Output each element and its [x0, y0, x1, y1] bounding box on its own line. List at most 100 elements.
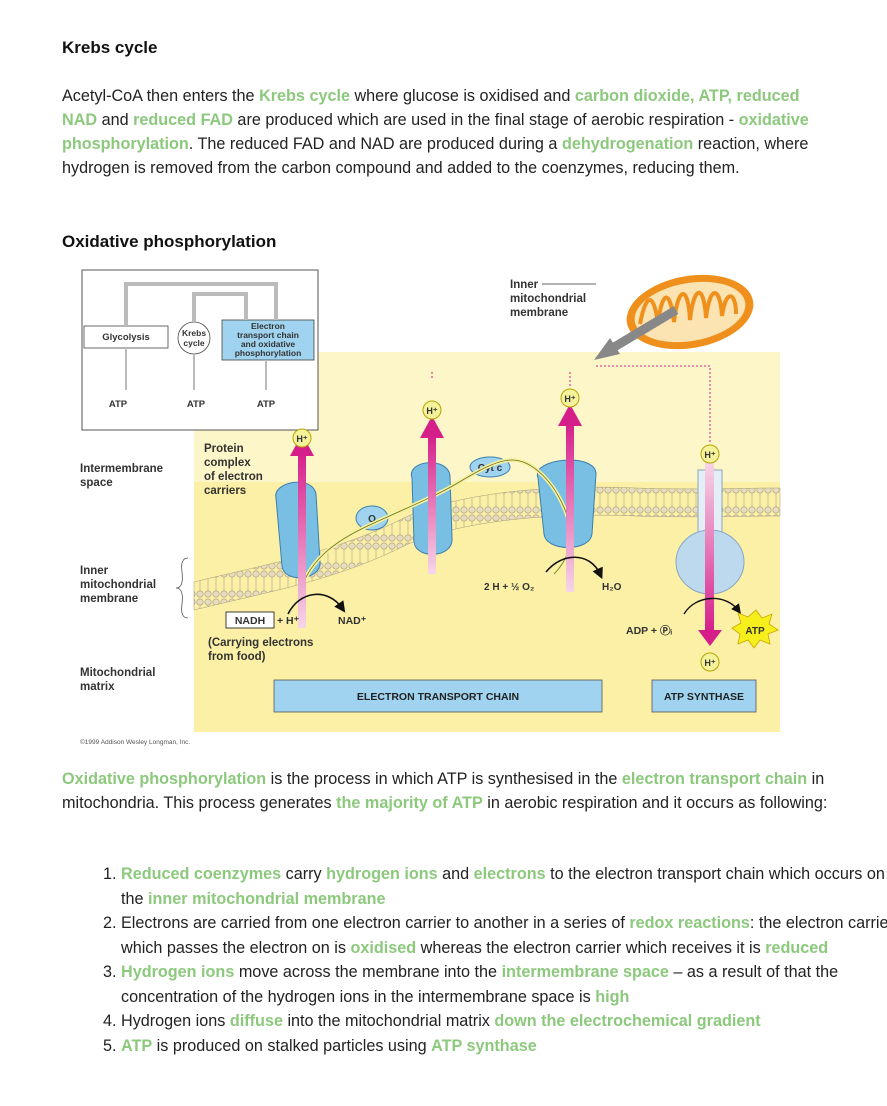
cytc-label: Cyt c	[478, 463, 503, 474]
inset-atp-2: ATP	[187, 399, 206, 410]
atp-star	[731, 609, 779, 649]
inset-krebs-1: Krebs	[182, 328, 206, 338]
inner-membrane-callout-2: mitochondrial	[510, 293, 586, 305]
highlighted-term: oxidative phosphorylation	[62, 111, 809, 153]
step-item: Hydrogen ions move across the membrane i…	[121, 960, 887, 1009]
protein-complex-label-4: carriers	[204, 485, 246, 497]
proton-arrow-synthase	[705, 462, 714, 632]
inset-etc-2: transport chain	[237, 330, 299, 340]
highlighted-term: the majority of ATP	[336, 794, 483, 812]
text-run: and	[97, 111, 134, 129]
highlighted-term: ATP synthase	[431, 1036, 537, 1055]
text-run: carry	[281, 865, 327, 883]
inset-etc-4: phosphorylation	[235, 348, 302, 358]
text-run: are produced which are used in the final…	[232, 111, 739, 129]
water-reaction: 2 H + ½ O₂	[484, 582, 534, 593]
text-run: into the mitochondrial matrix	[282, 1012, 495, 1030]
step-item: ATP is produced on stalked particles usi…	[121, 1034, 887, 1059]
text-run: move across the membrane into the	[234, 963, 502, 981]
inner-membrane-callout-3: membrane	[510, 307, 568, 319]
label-inner-membrane-2: mitochondrial	[80, 579, 156, 591]
highlighted-term: Krebs cycle	[259, 87, 350, 105]
highlighted-term: Hydrogen ions	[121, 963, 235, 981]
atp-star-label: ATP	[745, 626, 765, 637]
highlighted-term: inner mitochondrial membrane	[148, 889, 386, 908]
mitochondrion-illustration	[594, 274, 754, 360]
text-run: : the electron carrier which passes the …	[121, 914, 887, 957]
q-label: Q	[368, 514, 376, 525]
inset-atp-1: ATP	[109, 399, 128, 410]
text-run: and	[437, 865, 474, 883]
text-run: is the process in which ATP is synthesis…	[266, 770, 622, 788]
highlighted-term: Oxidative phosphorylation	[62, 770, 267, 788]
inset-glycolysis: Glycolysis	[102, 332, 150, 343]
etc-box-label: ELECTRON TRANSPORT CHAIN	[357, 691, 519, 703]
highlighted-term: redox reactions	[629, 914, 750, 932]
highlighted-term: electrons	[473, 865, 546, 883]
text-run: – as a result of that the concentration …	[121, 963, 839, 1006]
highlighted-term: diffuse	[229, 1012, 283, 1030]
highlighted-term: high	[595, 987, 630, 1006]
highlighted-term: ATP	[121, 1036, 153, 1055]
protein-complex-label-1: Protein	[204, 443, 244, 455]
proton-arrow-2	[428, 434, 436, 574]
text-run: whereas the electron carrier which recei…	[416, 938, 766, 957]
hplus-5: H⁺	[704, 658, 715, 668]
text-run: reaction, where hydrogen is removed from…	[62, 135, 809, 177]
inset-atp-3: ATP	[257, 399, 276, 410]
label-matrix-2: matrix	[80, 681, 115, 693]
highlighted-term: intermembrane space	[501, 963, 669, 981]
label-matrix-1: Mitochondrial	[80, 667, 155, 679]
step-item: Hydrogen ions diffuse into the mitochond…	[121, 1009, 887, 1034]
text-run: in mitochondria. This process generates	[62, 770, 825, 812]
nadh-label: NADH	[235, 615, 265, 627]
hplus-4: H⁺	[704, 450, 715, 460]
label-inner-membrane-3: membrane	[80, 593, 138, 605]
overview-inset: Glycolysis Krebs cycle Electron transpor…	[81, 269, 319, 431]
step-item: Electrons are carried from one electron …	[121, 911, 887, 960]
highlighted-term: Reduced coenzymes	[121, 865, 282, 883]
protein-complex-label-3: of electron	[204, 471, 263, 483]
highlighted-term: dehydrogenation	[561, 135, 694, 153]
highlighted-term: hydrogen ions	[326, 865, 438, 883]
highlighted-term: reduced FAD	[133, 111, 233, 129]
nadh-plus-label: + H⁺	[277, 615, 300, 627]
water-product: H₂O	[602, 582, 622, 593]
heading-oxidative-phosphorylation: Oxidative phosphorylation	[62, 232, 277, 251]
text-run: where glucose is oxidised and	[349, 87, 575, 105]
paragraph-krebs: Acetyl-CoA then enters the Krebs cycle w…	[62, 84, 837, 180]
text-run: in aerobic respiration and it occurs as …	[482, 794, 828, 812]
highlighted-term: reduced	[765, 938, 829, 957]
text-run: is produced on stalked particles using	[152, 1036, 432, 1055]
text-run: Electrons are carried from one electron …	[121, 914, 630, 932]
protein-complex-label-2: complex	[204, 457, 251, 469]
paragraph-oxidative: Oxidative phosphorylation is the process…	[62, 767, 837, 815]
label-inner-membrane-1: Inner	[80, 565, 109, 577]
nad-label: NAD⁺	[338, 615, 367, 627]
highlighted-term: electron transport chain	[621, 770, 808, 788]
label-intermembrane-2: space	[80, 477, 113, 489]
adp-label: ADP + Ⓟᵢ	[626, 624, 672, 637]
atp-synthase-box-label: ATP SYNTHASE	[664, 691, 744, 703]
proton-arrow-1	[298, 452, 306, 628]
highlighted-term: oxidised	[350, 938, 417, 957]
steps-list: Reduced coenzymes carry hydrogen ions an…	[62, 862, 887, 1058]
oxidative-phosphorylation-diagram: Glycolysis Krebs cycle Electron transpor…	[80, 269, 781, 746]
proton-arrow-3	[566, 422, 574, 592]
text-run: Acetyl-CoA then enters the	[62, 87, 260, 105]
inner-membrane-callout-1: Inner	[510, 279, 539, 291]
hplus-3: H⁺	[564, 394, 575, 404]
copyright: ©1999 Addison Wesley Longman, Inc.	[80, 738, 190, 746]
carrying-label-2: from food)	[208, 651, 266, 663]
text-run: to the electron transport chain which oc…	[121, 865, 885, 908]
text-run: . The reduced FAD and NAD are produced d…	[188, 135, 562, 153]
text-run: Hydrogen ions	[121, 1012, 230, 1030]
step-item: Reduced coenzymes carry hydrogen ions an…	[121, 862, 887, 911]
hplus-1: H⁺	[296, 434, 307, 444]
inset-etc-1: Electron	[251, 321, 285, 331]
inset-krebs-2: cycle	[183, 338, 205, 348]
highlighted-term: down the electrochemical gradient	[494, 1012, 761, 1030]
label-intermembrane-1: Intermembrane	[80, 463, 163, 475]
carrying-label-1: (Carrying electrons	[208, 637, 313, 649]
highlighted-term: carbon dioxide, ATP, reduced NAD	[62, 87, 800, 129]
